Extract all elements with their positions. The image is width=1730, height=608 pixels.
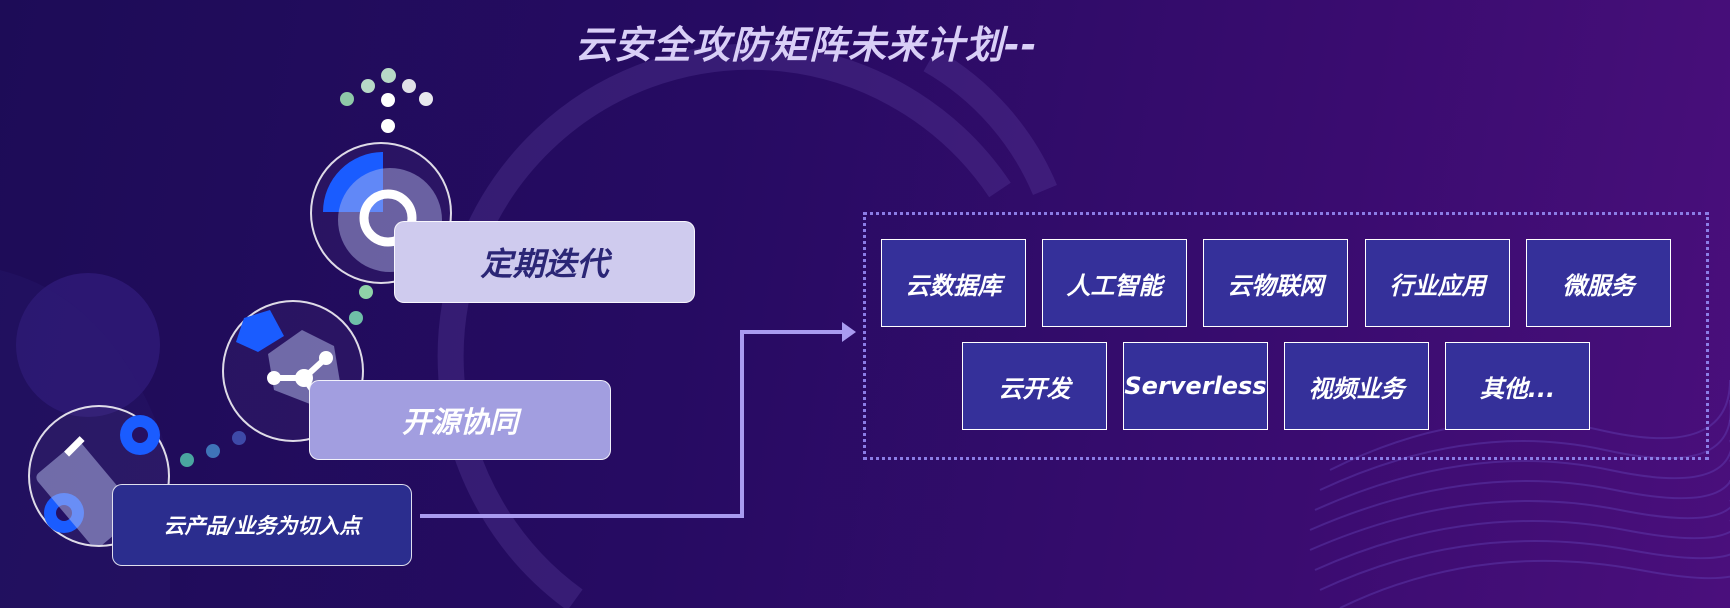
stage-card-product: 云产品/业务为切入点: [112, 484, 412, 566]
dot: [419, 92, 433, 106]
domain-tile: Serverless: [1123, 342, 1268, 430]
dot: [381, 119, 395, 133]
domain-tile: 云物联网: [1203, 239, 1348, 327]
stage-card-opensource: 开源协同: [309, 380, 611, 460]
domain-tile: 其他...: [1445, 342, 1590, 430]
dot: [402, 79, 416, 93]
dot: [232, 431, 246, 445]
domain-tile: 行业应用: [1365, 239, 1510, 327]
dot: [381, 68, 396, 83]
dot: [180, 453, 194, 467]
dot: [361, 79, 375, 93]
dot: [340, 92, 354, 106]
stage-label: 定期迭代: [480, 245, 609, 283]
domain-tile: 微服务: [1526, 239, 1671, 327]
target-domain-box: [863, 212, 1709, 460]
dot: [381, 93, 395, 107]
domain-tile: 人工智能: [1042, 239, 1187, 327]
domain-tile: 云开发: [962, 342, 1107, 430]
dot: [206, 444, 220, 458]
stage-label: 开源协同: [401, 405, 518, 439]
stage-label: 云产品/业务为切入点: [163, 514, 361, 538]
dot: [359, 285, 373, 299]
dot: [349, 311, 363, 325]
connector-line: [420, 330, 842, 518]
arrow-head-icon: [842, 322, 856, 342]
domain-tile: 云数据库: [881, 239, 1026, 327]
page-title: 云安全攻防矩阵未来计划--: [575, 23, 1038, 67]
domain-tile: 视频业务: [1284, 342, 1429, 430]
stage-card-iterate: 定期迭代: [394, 221, 695, 303]
